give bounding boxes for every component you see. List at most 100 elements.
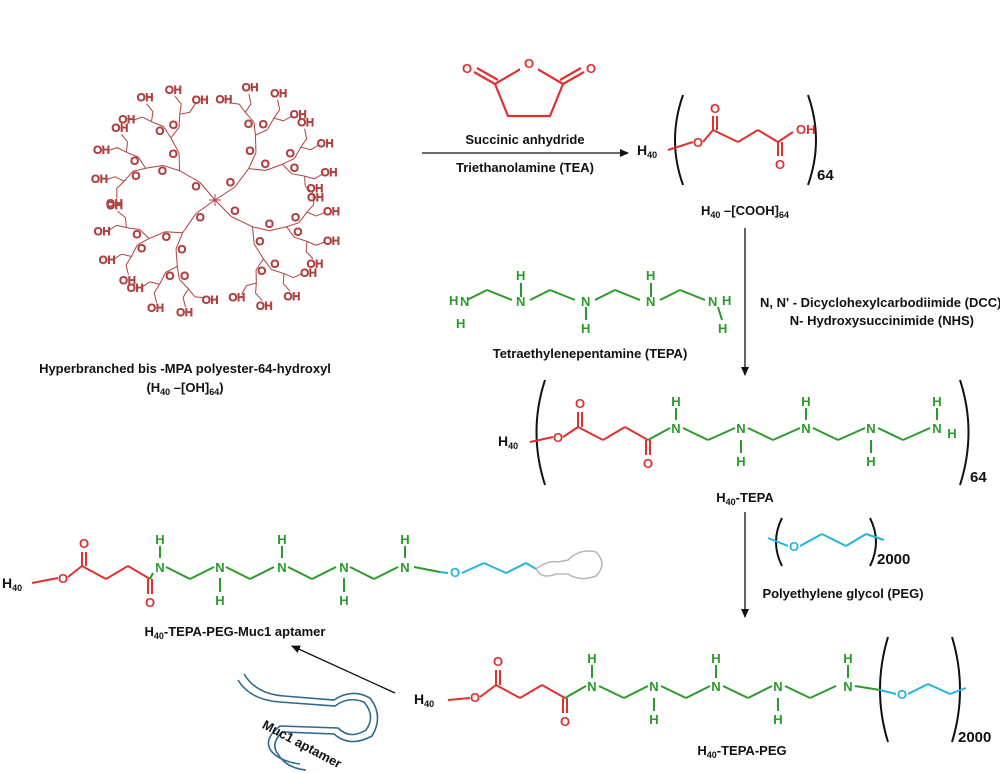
svg-text:OH: OH	[94, 226, 111, 238]
svg-text:O: O	[261, 158, 270, 170]
svg-text:O: O	[130, 156, 139, 168]
svg-text:O: O	[553, 430, 563, 445]
svg-text:H: H	[773, 712, 782, 727]
svg-text:O: O	[259, 119, 268, 131]
reagent-nhs: N- Hydroxysuccinimide (NHS)	[790, 313, 974, 328]
svg-text:OH: OH	[284, 291, 301, 303]
reagent-succinic-anhydride: Succinic anhydride	[465, 132, 584, 147]
svg-text:O: O	[775, 157, 785, 172]
svg-text:OH: OH	[93, 144, 110, 156]
muc1-aptamer-structure	[237, 673, 379, 771]
svg-text:O: O	[132, 171, 141, 183]
svg-text:OH: OH	[112, 122, 129, 134]
svg-text:O: O	[450, 565, 460, 580]
svg-text:OH: OH	[192, 94, 209, 106]
svg-text:O: O	[265, 219, 274, 231]
svg-text:O: O	[244, 119, 253, 131]
svg-text:O: O	[493, 654, 503, 669]
svg-text:OH: OH	[99, 255, 116, 267]
svg-text:OH: OH	[796, 122, 816, 137]
svg-text:OH: OH	[307, 192, 324, 204]
svg-text:O: O	[196, 212, 205, 224]
svg-text:H: H	[649, 712, 658, 727]
svg-text:OH: OH	[137, 92, 154, 104]
svg-text:N: N	[339, 560, 348, 575]
svg-text:OH: OH	[106, 200, 123, 212]
svg-text:O: O	[271, 259, 280, 271]
tepa-structure: H H N N H N H N H N H H	[449, 268, 731, 336]
repeat-2000-product3: 2000	[958, 729, 991, 746]
svg-text:O: O	[560, 714, 570, 729]
svg-text:OH: OH	[300, 268, 317, 280]
core-h40-product2: H40	[498, 433, 518, 451]
hyperbranched-polyester-structure: OOOOHOHOOHOHOOOHOHOOHOHOOOOHOHOOHOHOOOHO…	[91, 82, 341, 320]
svg-text:N: N	[587, 679, 596, 694]
svg-text:N: N	[932, 421, 941, 436]
svg-text:N: N	[736, 421, 745, 436]
anhydride-ring-oxygen: O	[524, 56, 534, 71]
svg-text:OH: OH	[216, 94, 233, 106]
dendrimer-name-line1: Hyperbranched bis -MPA polyester-64-hydr…	[39, 361, 331, 376]
svg-text:OH: OH	[298, 117, 315, 129]
svg-text:OH: OH	[229, 292, 246, 304]
svg-text:H: H	[400, 532, 409, 547]
product2-label: H40-TEPA	[716, 490, 774, 507]
svg-text:H: H	[587, 651, 596, 666]
svg-text:O: O	[258, 266, 267, 278]
svg-text:N: N	[649, 679, 658, 694]
svg-text:O: O	[294, 226, 303, 238]
svg-text:N: N	[277, 560, 286, 575]
svg-text:O: O	[137, 243, 146, 255]
svg-text:H: H	[671, 394, 680, 409]
svg-text:O: O	[897, 687, 907, 702]
svg-text:O: O	[180, 271, 189, 283]
svg-text:H: H	[277, 532, 286, 547]
core-h40-product3: H40	[414, 691, 434, 709]
svg-text:H: H	[947, 426, 956, 441]
svg-text:O: O	[256, 236, 265, 248]
svg-text:OH: OH	[202, 294, 219, 306]
svg-text:N: N	[801, 421, 810, 436]
product3-label: H40-TEPA-PEG	[697, 743, 786, 760]
svg-text:H: H	[449, 293, 458, 308]
svg-text:O: O	[693, 135, 703, 150]
svg-text:OH: OH	[91, 174, 108, 186]
arrow-step-4	[291, 645, 396, 694]
svg-text:N: N	[516, 294, 525, 309]
svg-text:O: O	[643, 456, 653, 471]
svg-text:O: O	[162, 232, 171, 244]
svg-text:N: N	[671, 421, 680, 436]
svg-text:OH: OH	[242, 82, 259, 94]
svg-text:H: H	[736, 454, 745, 469]
svg-text:N: N	[711, 679, 720, 694]
svg-text:H: H	[456, 316, 465, 331]
aptamer-label: Muc1 aptamer	[260, 717, 344, 771]
svg-text:O: O	[290, 162, 299, 174]
svg-text:OH: OH	[290, 109, 307, 121]
svg-text:N: N	[773, 679, 782, 694]
svg-text:H: H	[215, 593, 224, 608]
svg-text:O: O	[575, 396, 585, 411]
svg-text:O: O	[169, 149, 178, 161]
svg-text:OH: OH	[307, 259, 324, 271]
svg-text:H: H	[646, 268, 655, 283]
svg-text:OH: OH	[147, 303, 164, 315]
svg-text:H: H	[711, 651, 720, 666]
svg-text:O: O	[156, 125, 165, 137]
svg-text:O: O	[226, 177, 235, 189]
svg-text:N: N	[581, 294, 590, 309]
svg-text:O: O	[178, 244, 187, 256]
svg-text:N: N	[843, 679, 852, 694]
svg-text:O: O	[192, 181, 201, 193]
svg-text:H: H	[866, 454, 875, 469]
svg-text:H: H	[801, 394, 810, 409]
svg-text:OH: OH	[307, 183, 324, 195]
svg-text:H: H	[581, 321, 590, 336]
svg-text:H: H	[932, 394, 941, 409]
repeat-2000-peg: 2000	[877, 551, 910, 568]
h40-tepa-structure: O O O N H N H N H N H N H H H40 64	[498, 379, 987, 486]
aptamer-faded-icon	[534, 550, 603, 580]
core-h40-product4: H40	[2, 575, 22, 593]
svg-text:H: H	[843, 651, 852, 666]
anhydride-carbonyl-oxygen-left: O	[462, 61, 472, 76]
